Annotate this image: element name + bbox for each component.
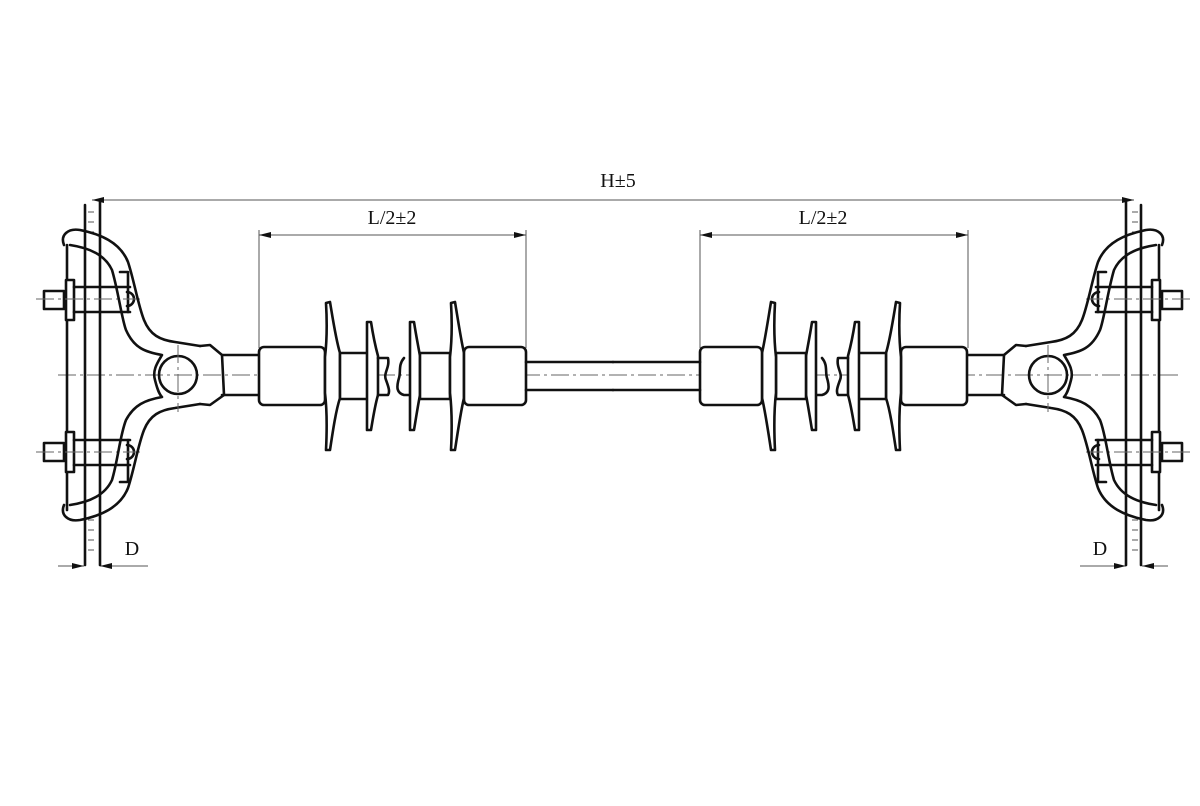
dimension-h-label: H±5	[600, 170, 636, 192]
bolt-lower	[36, 430, 140, 484]
large-shed	[448, 300, 466, 452]
dimension-left-half-label: L/2±2	[367, 207, 417, 229]
insulator-half-right	[611, 200, 1190, 567]
large-shed	[760, 300, 778, 452]
large-shed	[884, 300, 903, 452]
bolt-upper	[36, 270, 140, 322]
small-shed	[804, 320, 818, 432]
small-shed	[365, 320, 380, 432]
pole	[1124, 200, 1143, 567]
dimension-left-half	[258, 230, 527, 348]
large-shed	[323, 300, 342, 452]
small-shed	[408, 320, 422, 432]
pole	[83, 200, 102, 567]
composite-insulator	[257, 300, 615, 452]
clamp-fitting	[966, 228, 1165, 522]
dimension-d-right-label: D	[1092, 538, 1108, 560]
bolt-upper	[1086, 270, 1190, 322]
small-shed	[846, 320, 861, 432]
clamp-fitting	[61, 228, 260, 522]
insulator-half-left	[36, 200, 615, 567]
bolt-lower	[1086, 430, 1190, 484]
composite-insulator	[611, 300, 969, 452]
dimension-right-half-label: L/2±2	[798, 207, 848, 229]
dimension-d-left-label: D	[124, 538, 140, 560]
dimension-right-half	[699, 230, 969, 348]
